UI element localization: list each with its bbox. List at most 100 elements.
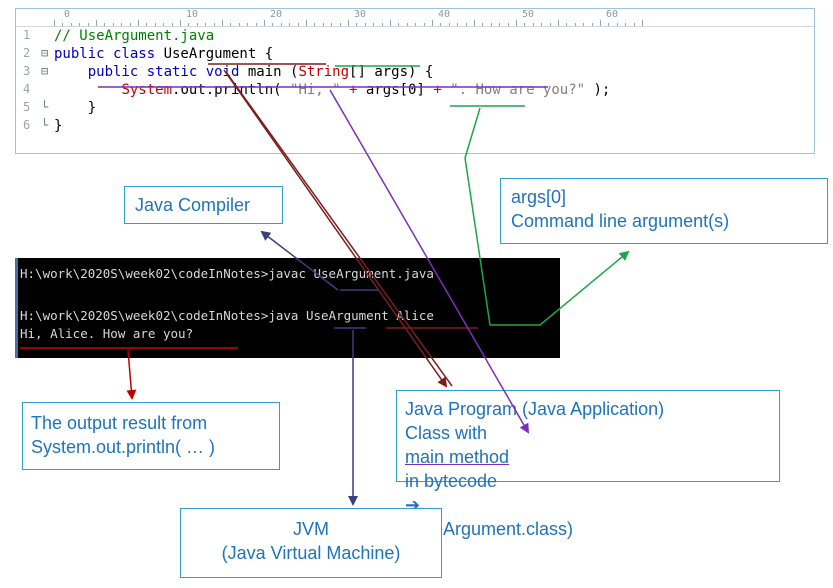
callout-text: The output result from xyxy=(31,413,208,433)
ruler-tick xyxy=(507,23,509,26)
ruler-tick xyxy=(583,23,585,26)
ruler-tick xyxy=(390,20,391,26)
keyword: public static void xyxy=(87,64,240,80)
code-line-3: public static void main (String[] args) … xyxy=(54,63,434,81)
code-editor: 0 10 20 30 40 50 60 1 2 3 4 5 6 ⊟ ⊟ └ └ … xyxy=(15,8,815,154)
callout-text: Java Compiler xyxy=(135,195,251,215)
code-text: [] args) { xyxy=(349,64,434,80)
ruler-tick xyxy=(465,23,467,26)
ruler-tick xyxy=(289,23,291,26)
args-index-expression: args[0] xyxy=(365,82,425,98)
ruler-tick xyxy=(415,23,417,26)
ruler-tick xyxy=(255,23,257,26)
code-line-1: // UseArgument.java xyxy=(54,28,215,44)
ruler-tick xyxy=(331,23,333,26)
green-connector xyxy=(464,107,481,159)
ruler-tick xyxy=(423,23,425,26)
callout-java-program: Java Program (Java Application) Class wi… xyxy=(396,390,780,539)
type-name: System xyxy=(121,82,173,98)
ruler-tick xyxy=(238,23,240,26)
ruler-tick xyxy=(104,23,106,26)
ruler-tick xyxy=(364,23,366,26)
code-line-5: } xyxy=(54,100,97,116)
ruler-tick xyxy=(180,20,181,26)
arrow-main-to-program xyxy=(329,89,530,434)
arrow-alice-to-args xyxy=(490,250,630,326)
fold-toggle-icon[interactable]: ⊟ xyxy=(41,64,49,78)
ruler-tick xyxy=(138,20,139,26)
ruler-tick xyxy=(171,23,173,26)
ruler-tick xyxy=(79,23,81,26)
arrow-javac-to-compiler xyxy=(260,230,339,291)
main-method-underlined: main method xyxy=(405,447,510,467)
line-number: 5 xyxy=(23,100,31,114)
ruler-tick xyxy=(129,23,131,26)
ruler-tick xyxy=(87,23,89,26)
ruler-mark: 10 xyxy=(186,9,199,20)
ruler-tick xyxy=(205,23,207,26)
fold-toggle-icon[interactable]: ⊟ xyxy=(41,46,49,60)
ruler-tick xyxy=(474,20,475,26)
ruler-tick xyxy=(566,23,568,26)
type-name: String xyxy=(298,64,350,80)
ruler-tick xyxy=(121,23,123,26)
ruler-tick xyxy=(297,23,299,26)
ruler-tick xyxy=(541,23,543,26)
ruler-mark: 20 xyxy=(270,9,283,20)
code-line-6: } xyxy=(54,118,63,134)
ruler-tick xyxy=(625,23,627,26)
line-number: 3 xyxy=(23,64,31,78)
ruler-tick xyxy=(146,23,148,26)
callout-jvm: JVM (Java Virtual Machine) xyxy=(180,508,442,578)
string-literal: ". How are you?" xyxy=(450,82,586,98)
callout-text: Class with main method in bytecode xyxy=(405,421,779,493)
ruler-tick xyxy=(339,23,341,26)
ruler-tick xyxy=(591,23,593,26)
ruler-tick xyxy=(381,23,383,26)
ruler-tick xyxy=(264,20,265,26)
arrow-program-marker xyxy=(223,69,448,388)
ruler-tick xyxy=(222,20,223,26)
ruler-tick xyxy=(524,23,526,26)
callout-text: args[0] xyxy=(511,187,567,207)
ruler-mark: 0 xyxy=(64,9,71,20)
ruler-mark: 60 xyxy=(606,9,619,20)
code-line-4: System.out.println( "Hi, " + args[0] + "… xyxy=(54,81,610,99)
line-number: 4 xyxy=(23,82,31,96)
arrow-output-to-callout xyxy=(126,349,137,400)
arrow-class-to-program xyxy=(225,71,453,387)
ruler-tick xyxy=(247,23,249,26)
ruler-tick xyxy=(163,23,165,26)
ruler-tick xyxy=(213,23,215,26)
ruler-tick xyxy=(549,23,551,26)
fold-end-icon: └ xyxy=(41,118,49,132)
code-text: main ( xyxy=(239,64,299,80)
ruler-tick xyxy=(356,23,358,26)
ruler-tick xyxy=(490,23,492,26)
ruler-tick xyxy=(272,23,274,26)
ruler-tick xyxy=(448,23,450,26)
ruler-tick xyxy=(633,23,635,26)
ruler-tick xyxy=(348,20,349,26)
ruler-tick xyxy=(406,23,408,26)
column-ruler: 0 10 20 30 40 50 60 xyxy=(16,9,814,27)
code-text: ); xyxy=(585,82,611,98)
callout-output: The output result from System.out.printl… xyxy=(22,402,280,470)
callout-text-part: in bytecode xyxy=(405,471,498,491)
ruler-tick xyxy=(532,23,534,26)
line-number: 6 xyxy=(23,118,31,132)
ruler-tick xyxy=(154,23,156,26)
class-name: UseArgument xyxy=(163,46,257,62)
ruler-mark: 30 xyxy=(354,9,367,20)
string-literal: "Hi, " xyxy=(281,82,341,98)
ruler-tick xyxy=(96,20,97,26)
ruler-tick xyxy=(112,23,114,26)
ruler-tick xyxy=(642,20,643,26)
code-text: { xyxy=(256,46,274,62)
callout-text-part: (UseArgument.class) xyxy=(405,519,574,539)
code-text: .out.println( xyxy=(172,82,282,98)
ruler-tick xyxy=(230,23,232,26)
ruler-tick xyxy=(314,23,316,26)
ruler-tick xyxy=(600,20,601,26)
